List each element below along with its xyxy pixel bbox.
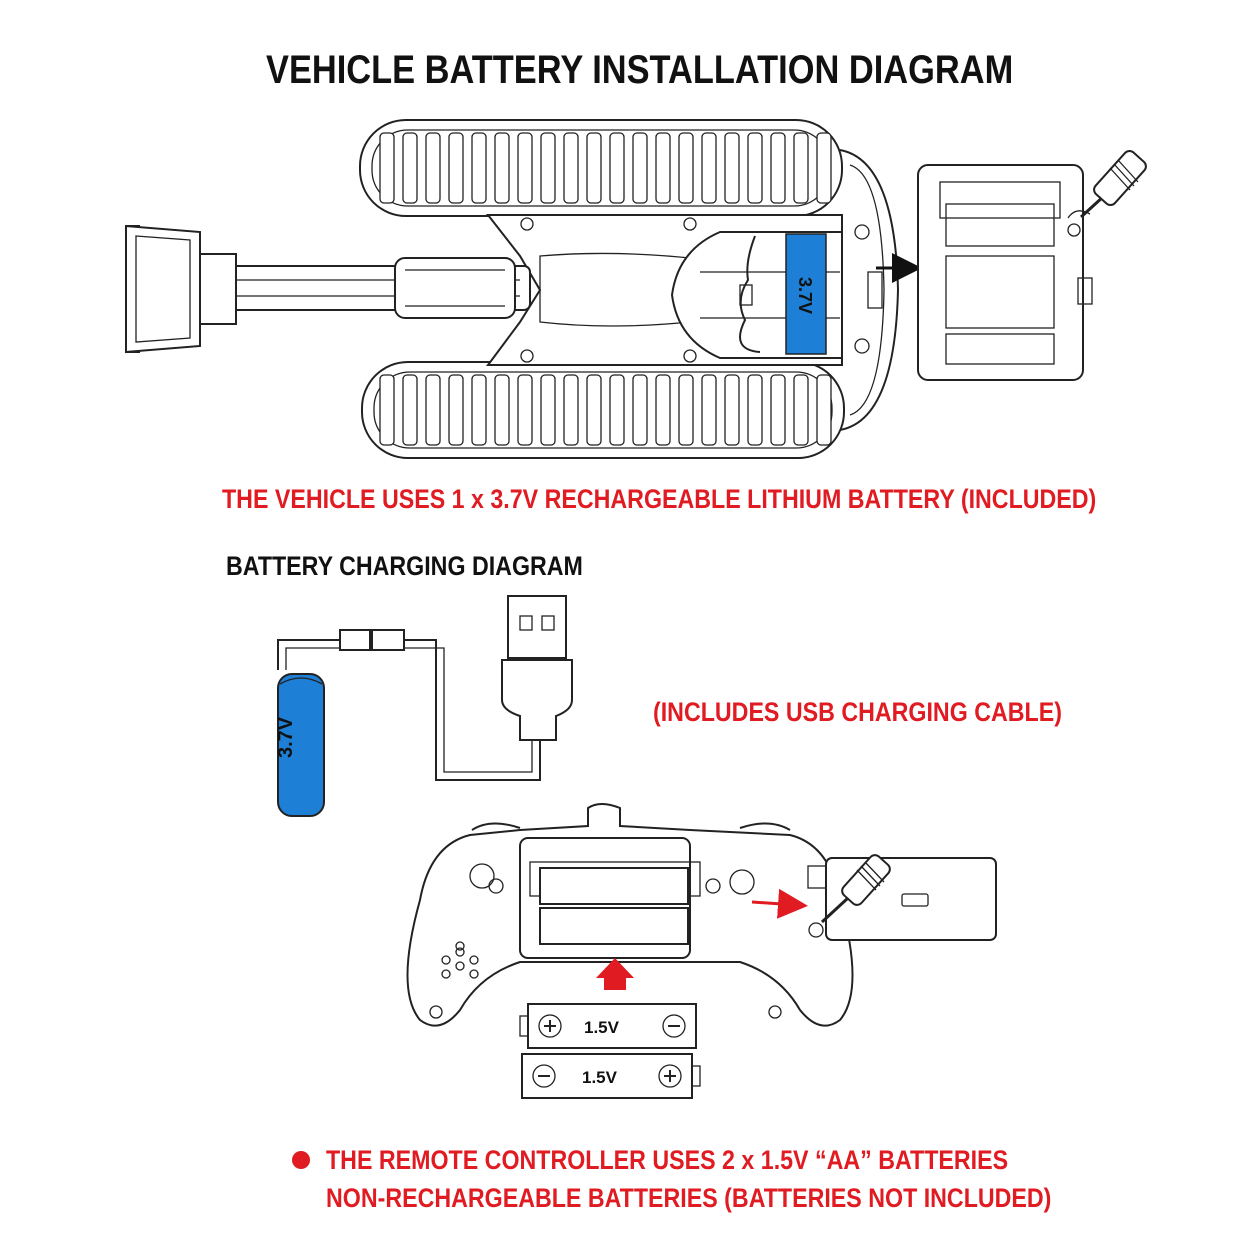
aa-battery-1: 1.5V (519, 1003, 697, 1049)
track-cleat (747, 374, 763, 446)
track-cleat (471, 132, 487, 204)
track-cleat (517, 374, 533, 446)
track-cleat (816, 374, 832, 446)
track-cleat (609, 374, 625, 446)
track-cleat (379, 132, 395, 204)
insert-arrow-icon (596, 958, 634, 990)
charging-battery: 3.7V (275, 673, 325, 817)
track-cleat (448, 132, 464, 204)
usb-cable-note: (INCLUDES USB CHARGING CABLE) (653, 697, 1062, 727)
charging-diagram-title: BATTERY CHARGING DIAGRAM (226, 551, 583, 581)
track-cleat (816, 132, 832, 204)
shovel-bucket (125, 224, 201, 354)
track-cleat (770, 132, 786, 204)
track-cleat (586, 132, 602, 204)
track-cleat (471, 374, 487, 446)
aa-battery-2-label: 1.5V (582, 1068, 618, 1087)
track-cleat (770, 374, 786, 446)
track-cleat (402, 132, 418, 204)
vehicle-cover-view (917, 164, 1093, 381)
remote-controller (406, 803, 997, 1027)
vehicle-battery-note: THE VEHICLE USES 1 x 3.7V RECHARGEABLE L… (222, 484, 1097, 514)
track-cleat (793, 374, 809, 446)
track-cleat (632, 132, 648, 204)
track-cleat (678, 374, 694, 446)
vehicle-drawing: 3.7V (125, 119, 1147, 459)
track-cleat (563, 132, 579, 204)
screwdriver-icon-2 (820, 854, 891, 924)
track-cleat (448, 374, 464, 446)
track-cleat (793, 132, 809, 204)
remote-cover-view (807, 857, 997, 941)
track-cleat (678, 132, 694, 204)
track-cleat (425, 132, 441, 204)
track-cleat (632, 374, 648, 446)
track-cleat (402, 374, 418, 446)
vehicle-battery-label: 3.7V (795, 277, 815, 314)
upper-track (359, 119, 843, 217)
remote-battery-note-line1: THE REMOTE CONTROLLER USES 2 x 1.5V “AA”… (326, 1145, 1009, 1175)
cable-connector-left (339, 629, 371, 651)
track-cleat (425, 374, 441, 446)
track-cleat (540, 374, 556, 446)
track-cleat (655, 374, 671, 446)
aa-battery-1-label: 1.5V (584, 1018, 620, 1037)
track-cleat (494, 374, 510, 446)
remote-battery-note-line2: NON-RECHARGEABLE BATTERIES (BATTERIES NO… (326, 1183, 1052, 1213)
remote-battery-slot-2 (539, 907, 689, 945)
screwdriver-icon (1067, 149, 1147, 219)
track-cleat (540, 132, 556, 204)
track-cleat (586, 374, 602, 446)
cable-connector-right (371, 629, 405, 651)
track-cleat (494, 132, 510, 204)
lower-track (361, 361, 845, 459)
track-cleat (747, 132, 763, 204)
usb-charging-cable: 3.7V (275, 595, 573, 817)
track-cleat (724, 132, 740, 204)
shovel-arm (195, 253, 531, 325)
track-cleat (701, 132, 717, 204)
remote-battery-slot-1 (539, 867, 689, 905)
remote-arrow (751, 888, 808, 919)
aa-battery-2: 1.5V (521, 1053, 701, 1099)
usb-plug-icon (501, 595, 573, 741)
track-cleat (563, 374, 579, 446)
track-cleat (379, 374, 395, 446)
page-title: VEHICLE BATTERY INSTALLATION DIAGRAM (266, 48, 1014, 92)
vehicle-battery-bay: 3.7V (670, 231, 843, 359)
track-cleat (655, 132, 671, 204)
bullet-icon (292, 1151, 310, 1169)
track-cleat (701, 374, 717, 446)
cable-battery-label: 3.7V (275, 716, 297, 758)
track-cleat (724, 374, 740, 446)
speaker-grille (441, 941, 479, 979)
track-cleat (517, 132, 533, 204)
track-cleat (609, 132, 625, 204)
